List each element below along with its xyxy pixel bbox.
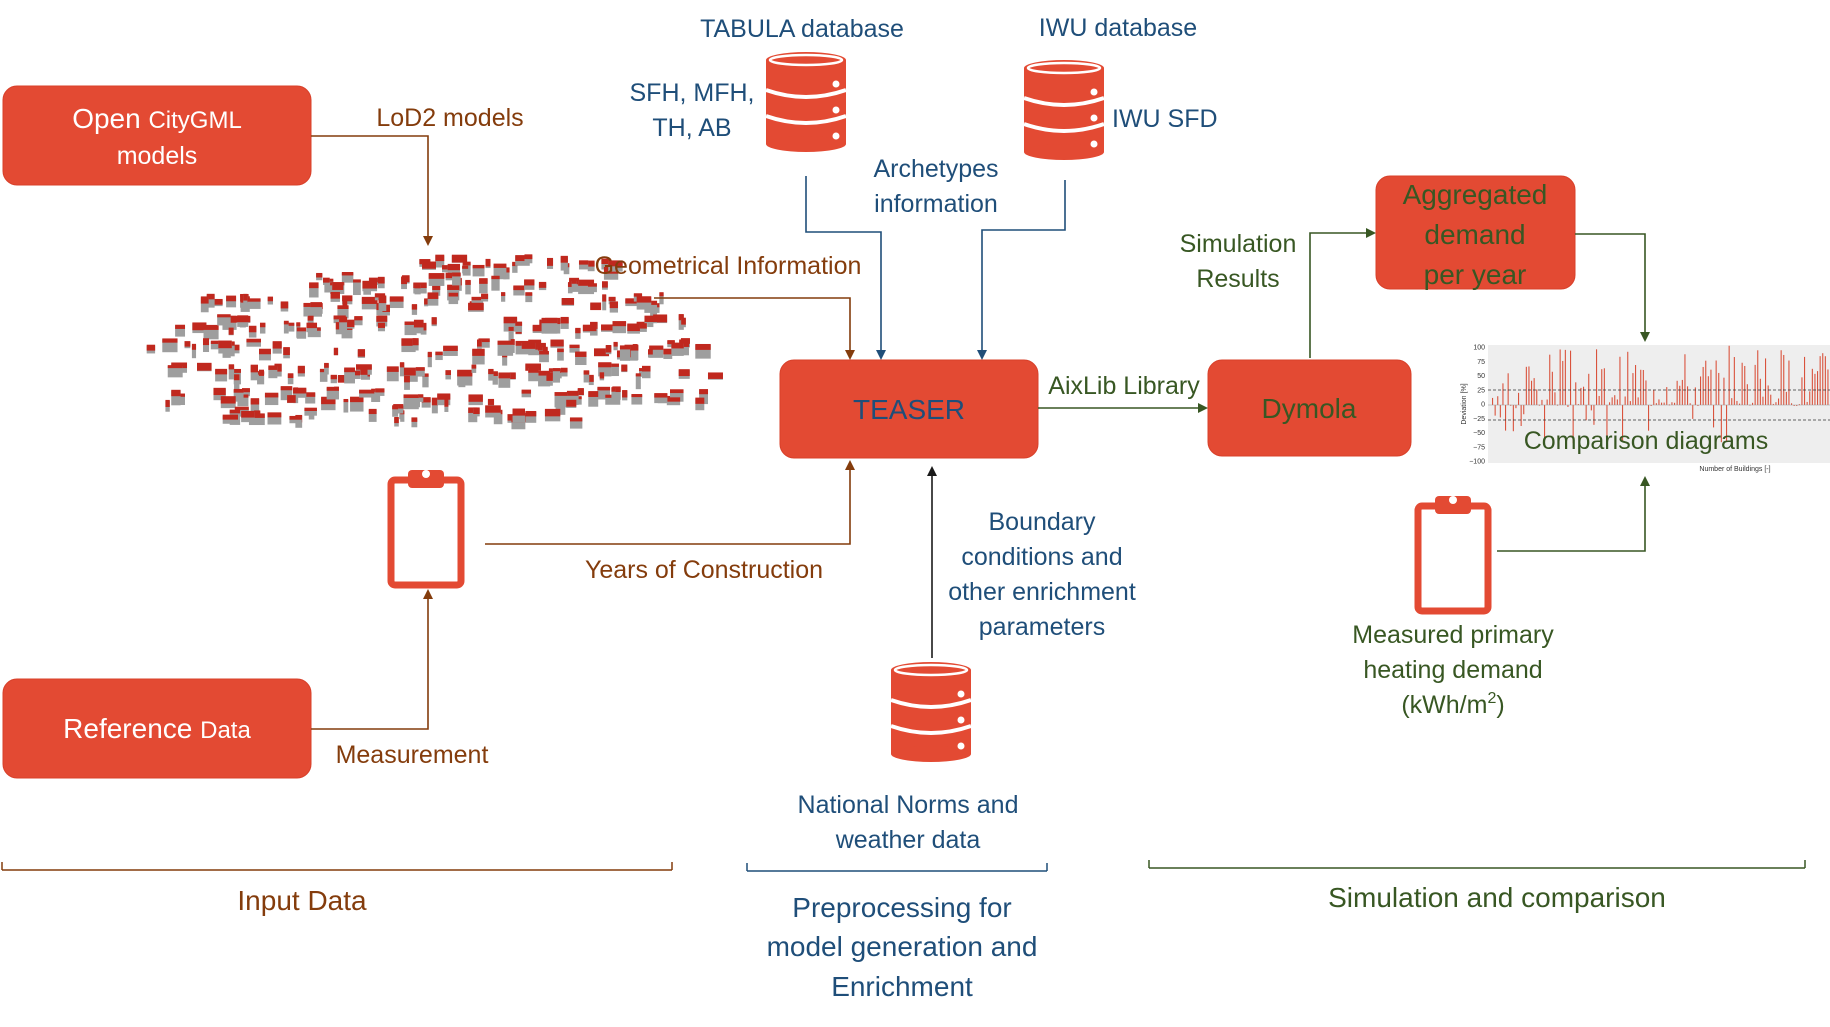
measurement-label: Measurement bbox=[336, 741, 489, 769]
tabula-database-label: TABULA database bbox=[700, 15, 904, 43]
svg-text:other enrichment: other enrichment bbox=[948, 578, 1136, 606]
svg-text:75: 75 bbox=[1477, 359, 1485, 366]
measurement-arrow bbox=[311, 589, 433, 730]
svg-text:parameters: parameters bbox=[979, 613, 1105, 641]
national-norms-label: National Norms and bbox=[798, 791, 1019, 819]
svg-text:Aggregated: Aggregated bbox=[1403, 179, 1548, 210]
svg-text:25: 25 bbox=[1477, 387, 1485, 394]
database-icon bbox=[890, 662, 972, 762]
aixlib-library-label: AixLib Library bbox=[1048, 372, 1200, 400]
lod2-models-label: LoD2 models bbox=[376, 104, 523, 132]
svg-text:−50: −50 bbox=[1473, 430, 1485, 437]
years-arrow bbox=[485, 460, 855, 545]
svg-text:Dymola: Dymola bbox=[1262, 393, 1357, 424]
teaser-box: TEASER bbox=[779, 359, 1039, 459]
tabula-types-label: SFH, MFH, bbox=[630, 79, 755, 107]
svg-text:weather data: weather data bbox=[835, 826, 981, 854]
geometry-arrow bbox=[654, 297, 855, 360]
simulation-results-label: Simulation bbox=[1180, 230, 1297, 258]
comparison-diagrams-label: Comparison diagrams bbox=[1524, 427, 1769, 455]
tabula-arrow bbox=[805, 176, 886, 360]
svg-text:TEASER: TEASER bbox=[853, 394, 965, 425]
mini-chart-xlabel: Number of Buildings [-] bbox=[1699, 466, 1770, 473]
iwu-arrow bbox=[977, 180, 1066, 360]
measured-arrow bbox=[1497, 476, 1650, 552]
boundary-conditions-label: Boundary bbox=[988, 508, 1096, 536]
reference-data-box: Reference Data bbox=[2, 678, 312, 779]
deviation-chart-icon: 100 75 50 25 0 −25 −50 −75 −100 Deviation [%] Nu… bbox=[1461, 345, 1830, 473]
svg-text:conditions and: conditions and bbox=[961, 543, 1122, 571]
database-icon bbox=[1023, 60, 1105, 160]
svg-text:information: information bbox=[874, 190, 998, 218]
simulation-comparison-heading: Simulation and comparison bbox=[1328, 882, 1666, 913]
years-of-construction-label: Years of Construction bbox=[585, 556, 823, 584]
svg-text:−25: −25 bbox=[1473, 416, 1485, 423]
mini-chart-ylabel: Deviation [%] bbox=[1461, 383, 1468, 424]
input-data-heading: Input Data bbox=[237, 885, 367, 916]
svg-text:TH, AB: TH, AB bbox=[652, 114, 731, 142]
measured-primary-label: Measured primary bbox=[1352, 621, 1554, 649]
clipboard-icon bbox=[1414, 496, 1492, 615]
preprocessing-heading: Preprocessing for bbox=[792, 892, 1011, 923]
svg-text:model generation and: model generation and bbox=[767, 931, 1038, 962]
simulation-results-arrow bbox=[1309, 228, 1376, 358]
svg-text:(kWh/m2): (kWh/m2) bbox=[1401, 690, 1504, 719]
svg-text:50: 50 bbox=[1477, 373, 1485, 380]
archetypes-label: Archetypes bbox=[873, 155, 998, 183]
open-citygml-box: Open CityGML models bbox=[2, 85, 312, 186]
svg-text:demand: demand bbox=[1424, 219, 1525, 250]
svg-text:Reference Data: Reference Data bbox=[63, 713, 251, 744]
geometrical-information-label: Geometrical Information bbox=[595, 252, 862, 280]
svg-text:heating demand: heating demand bbox=[1363, 656, 1542, 684]
iwu-sfd-label: IWU SFD bbox=[1112, 105, 1218, 133]
svg-text:0: 0 bbox=[1481, 402, 1485, 409]
database-icon bbox=[765, 52, 847, 152]
svg-text:Open CityGML: Open CityGML bbox=[72, 103, 242, 134]
aggregated-arrow bbox=[1575, 233, 1650, 342]
svg-text:models: models bbox=[117, 142, 198, 170]
svg-text:100: 100 bbox=[1473, 345, 1485, 352]
aggregated-demand-box: Aggregated demand per year bbox=[1375, 175, 1576, 290]
clipboard-icon bbox=[387, 470, 465, 589]
dymola-box: Dymola bbox=[1207, 359, 1412, 457]
svg-text:Results: Results bbox=[1196, 265, 1279, 293]
svg-text:−100: −100 bbox=[1469, 459, 1485, 466]
svg-text:per year: per year bbox=[1424, 259, 1527, 290]
lod2-arrow bbox=[311, 135, 433, 246]
iwu-database-label: IWU database bbox=[1039, 14, 1197, 42]
svg-text:Enrichment: Enrichment bbox=[831, 971, 973, 1002]
city-model-icon bbox=[146, 254, 723, 430]
svg-text:−75: −75 bbox=[1473, 444, 1485, 451]
